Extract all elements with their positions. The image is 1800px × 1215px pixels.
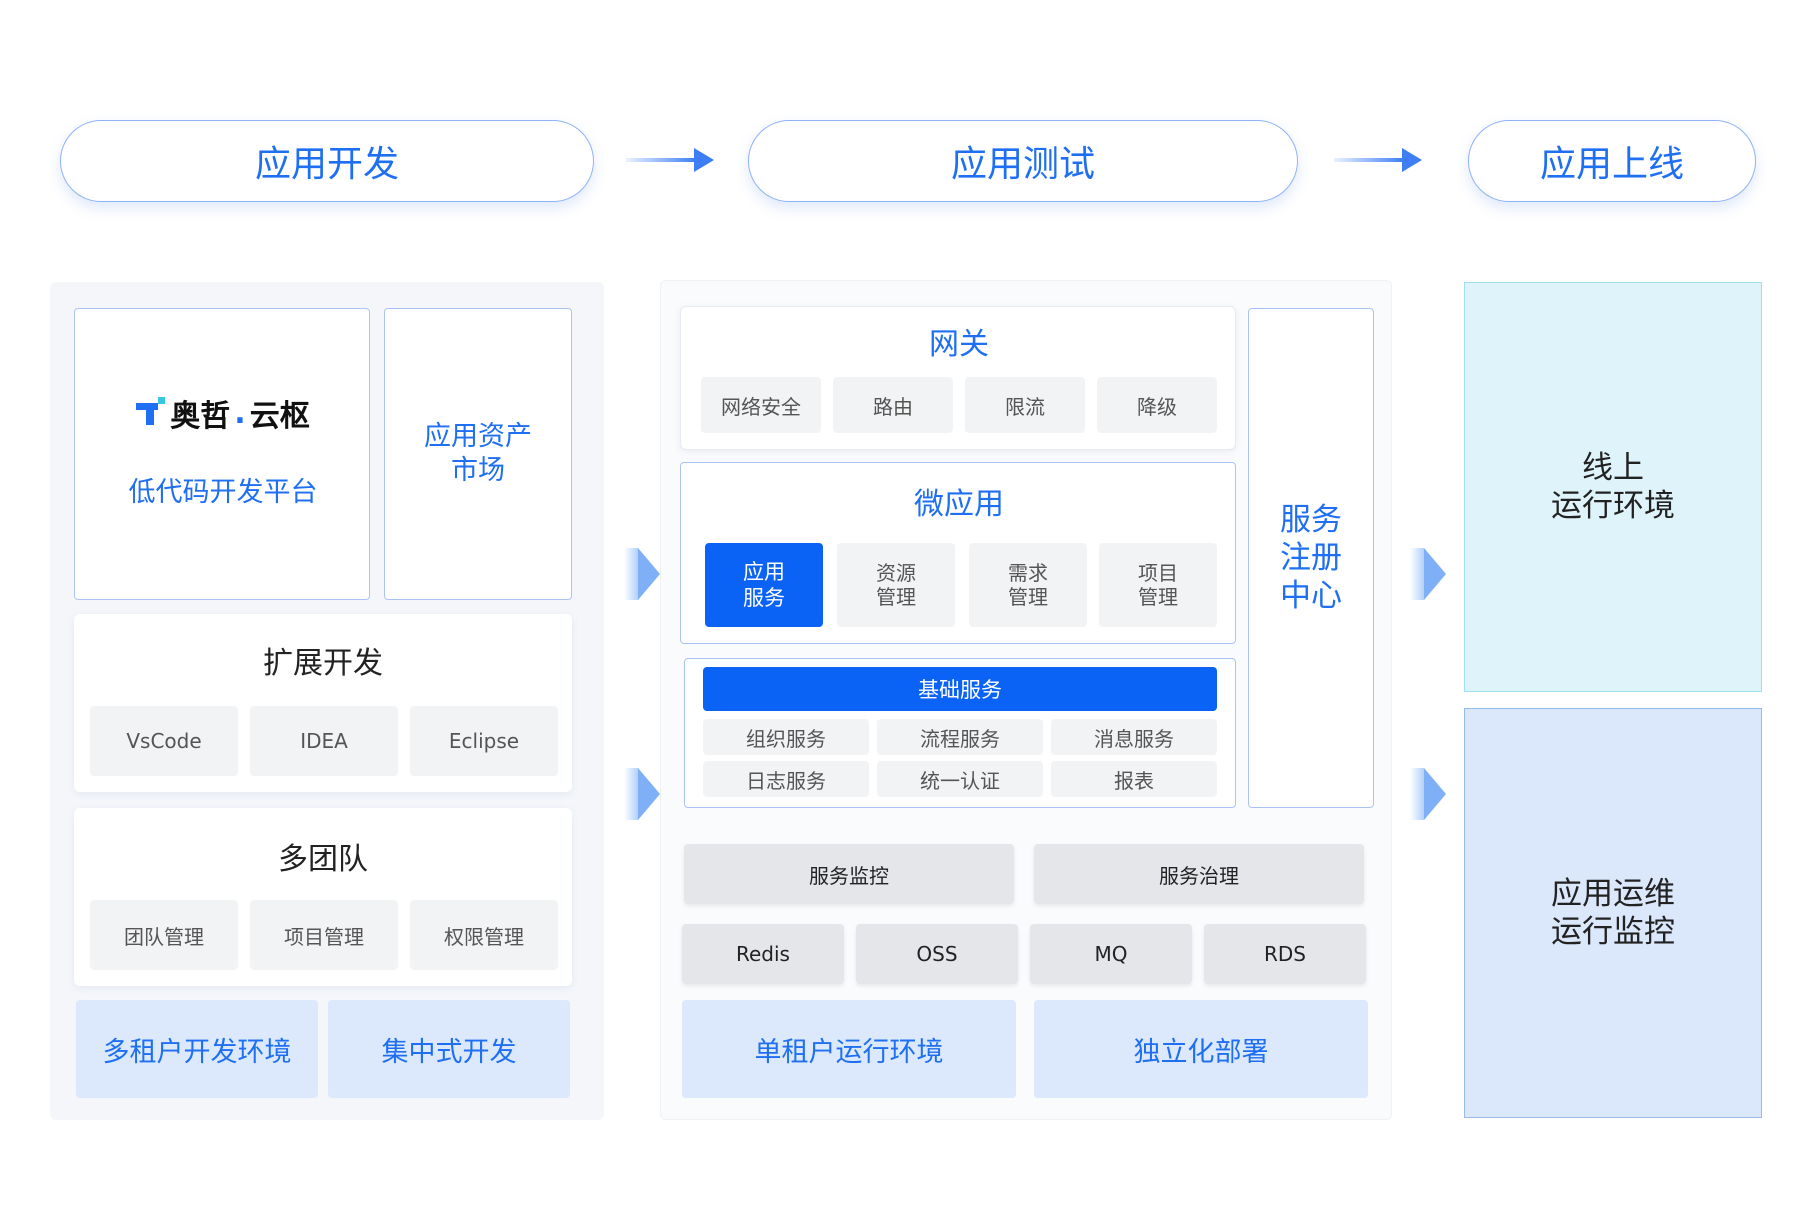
chevron-right-icon bbox=[638, 768, 660, 820]
micro-item-app-service[interactable]: 应用 服务 bbox=[705, 543, 823, 627]
stage-test-label: 应用测试 bbox=[950, 144, 1095, 185]
infra-rds: RDS bbox=[1204, 924, 1366, 984]
micro-item-requirement-line1: 需求 bbox=[1008, 561, 1048, 585]
micro-app-card: 微应用 应用 服务 资源 管理 需求 管理 项目 管理 bbox=[680, 462, 1236, 644]
team-title: 多团队 bbox=[278, 842, 368, 877]
base-item-report: 报表 bbox=[1051, 761, 1217, 797]
service-registry-line3: 中心 bbox=[1280, 578, 1342, 614]
brand-product: 云枢 bbox=[249, 399, 310, 434]
base-services-title: 基础服务 bbox=[703, 667, 1217, 711]
chevron-1a-tail bbox=[624, 548, 638, 600]
stage-online-label: 应用上线 bbox=[1539, 144, 1684, 185]
platform-card: 奥哲 . 云枢 低代码开发平台 bbox=[74, 308, 370, 600]
gateway-card: 网关 网络安全 路由 限流 降级 bbox=[680, 306, 1236, 450]
infra-redis: Redis bbox=[682, 924, 844, 984]
chevron-2b-tail bbox=[1410, 768, 1424, 820]
arrow-2-line bbox=[1334, 158, 1404, 162]
micro-item-resource: 资源 管理 bbox=[837, 543, 955, 627]
gateway-item-routing: 路由 bbox=[833, 377, 953, 433]
dev-bottom-centralized: 集中式开发 bbox=[328, 1000, 570, 1098]
micro-item-requirement: 需求 管理 bbox=[969, 543, 1087, 627]
online-runtime-line1: 线上 bbox=[1582, 450, 1644, 486]
micro-item-resource-line1: 资源 bbox=[876, 561, 916, 585]
micro-item-app-service-line1: 应用 bbox=[743, 560, 785, 584]
extend-item-vscode: VsCode bbox=[90, 706, 238, 776]
base-services-card: 基础服务 组织服务 流程服务 消息服务 日志服务 统一认证 报表 bbox=[684, 658, 1236, 808]
online-ops-line2: 运行监控 bbox=[1551, 914, 1675, 950]
base-item-auth: 统一认证 bbox=[877, 761, 1043, 797]
chevron-1b-tail bbox=[624, 768, 638, 820]
infra-mq: MQ bbox=[1030, 924, 1192, 984]
online-ops-monitor: 应用运维 运行监控 bbox=[1464, 708, 1762, 1118]
service-registry-card: 服务 注册 中心 bbox=[1248, 308, 1374, 808]
chevron-right-icon bbox=[638, 548, 660, 600]
gateway-item-security: 网络安全 bbox=[701, 377, 821, 433]
extend-item-idea: IDEA bbox=[250, 706, 398, 776]
micro-item-requirement-line2: 管理 bbox=[1008, 585, 1048, 609]
chevron-right-icon bbox=[1424, 768, 1446, 820]
asset-market-line1: 应用资产 bbox=[424, 421, 532, 452]
stage-test: 应用测试 bbox=[748, 120, 1298, 202]
brand-dot: . bbox=[234, 395, 246, 431]
chevron-2a-tail bbox=[1410, 548, 1424, 600]
base-item-message: 消息服务 bbox=[1051, 719, 1217, 755]
service-registry-line1: 服务 bbox=[1280, 502, 1342, 538]
base-item-org: 组织服务 bbox=[703, 719, 869, 755]
gateway-title: 网关 bbox=[929, 327, 989, 362]
micro-item-app-service-line2: 服务 bbox=[743, 586, 785, 610]
service-registry-line2: 注册 bbox=[1280, 540, 1342, 576]
stage-dev-label: 应用开发 bbox=[254, 144, 399, 185]
infra-oss: OSS bbox=[856, 924, 1018, 984]
micro-item-project-line1: 项目 bbox=[1138, 561, 1178, 585]
online-runtime-env: 线上 运行环境 bbox=[1464, 282, 1762, 692]
online-ops-line1: 应用运维 bbox=[1551, 876, 1675, 912]
extend-item-eclipse: Eclipse bbox=[410, 706, 558, 776]
team-card: 多团队 团队管理 项目管理 权限管理 bbox=[74, 808, 572, 986]
team-item-team-mgmt: 团队管理 bbox=[90, 900, 238, 970]
extend-title: 扩展开发 bbox=[263, 646, 383, 681]
test-bottom-independent-deploy: 独立化部署 bbox=[1034, 1000, 1368, 1098]
dev-bottom-multitenant: 多租户开发环境 bbox=[76, 1000, 318, 1098]
arrow-1-head bbox=[694, 148, 714, 172]
micro-item-resource-line2: 管理 bbox=[876, 585, 916, 609]
team-item-permission-mgmt: 权限管理 bbox=[410, 900, 558, 970]
test-bottom-single-tenant: 单租户运行环境 bbox=[682, 1000, 1016, 1098]
online-runtime-line2: 运行环境 bbox=[1551, 488, 1675, 524]
ops-monitoring: 服务监控 bbox=[684, 844, 1014, 904]
ops-governance: 服务治理 bbox=[1034, 844, 1364, 904]
stage-dev: 应用开发 bbox=[60, 120, 594, 202]
platform-label: 低代码开发平台 bbox=[128, 476, 318, 508]
base-item-log: 日志服务 bbox=[703, 761, 869, 797]
extend-card: 扩展开发 VsCode IDEA Eclipse bbox=[74, 614, 572, 792]
asset-market-line2: 市场 bbox=[451, 455, 505, 486]
gateway-item-degrade: 降级 bbox=[1097, 377, 1217, 433]
brand-logo: 奥哲 . 云枢 bbox=[75, 393, 371, 434]
brand-name: 奥哲 bbox=[170, 399, 231, 434]
arrow-2-head bbox=[1402, 148, 1422, 172]
micro-app-title: 微应用 bbox=[914, 487, 1004, 522]
brand-mark-icon bbox=[136, 397, 166, 425]
micro-item-project: 项目 管理 bbox=[1099, 543, 1217, 627]
chevron-right-icon bbox=[1424, 548, 1446, 600]
team-item-project-mgmt: 项目管理 bbox=[250, 900, 398, 970]
micro-item-project-line2: 管理 bbox=[1138, 585, 1178, 609]
base-item-workflow: 流程服务 bbox=[877, 719, 1043, 755]
asset-market-card: 应用资产 市场 bbox=[384, 308, 572, 600]
stage-online: 应用上线 bbox=[1468, 120, 1756, 202]
arrow-1-line bbox=[626, 158, 696, 162]
gateway-item-ratelimit: 限流 bbox=[965, 377, 1085, 433]
